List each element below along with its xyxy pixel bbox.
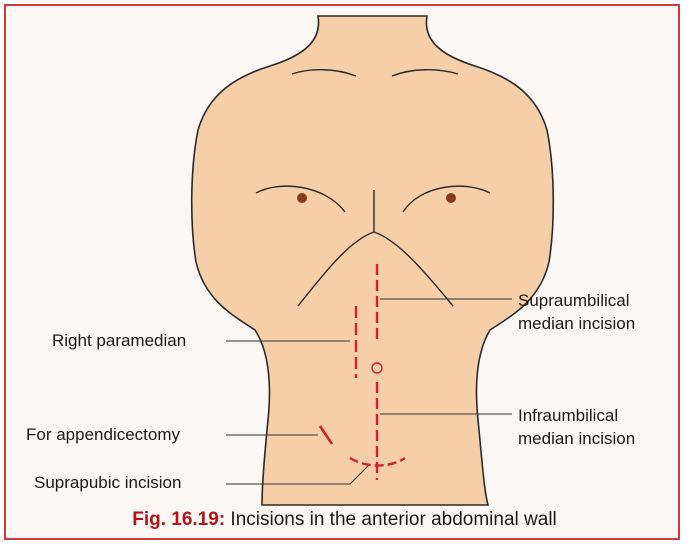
label-infraumbilical-line1: Infraumbilical	[518, 405, 618, 426]
figure-caption-text: Incisions in the anterior abdominal wall	[225, 509, 557, 530]
right-nipple	[446, 193, 456, 203]
label-infraumbilical-line2: median incision	[518, 428, 635, 449]
label-supraumbilical-line1: Supraumbilical	[518, 290, 630, 311]
left-nipple	[297, 193, 307, 203]
label-supraumbilical-line2: median incision	[518, 313, 635, 334]
label-right-paramedian: Right paramedian	[52, 330, 186, 351]
torso-body	[192, 16, 554, 505]
figure-caption: Fig. 16.19: Incisions in the anterior ab…	[0, 509, 689, 531]
label-suprapubic: Suprapubic incision	[34, 472, 181, 493]
label-appendicectomy: For appendicectomy	[26, 424, 180, 445]
figure-number: Fig. 16.19:	[132, 509, 225, 530]
